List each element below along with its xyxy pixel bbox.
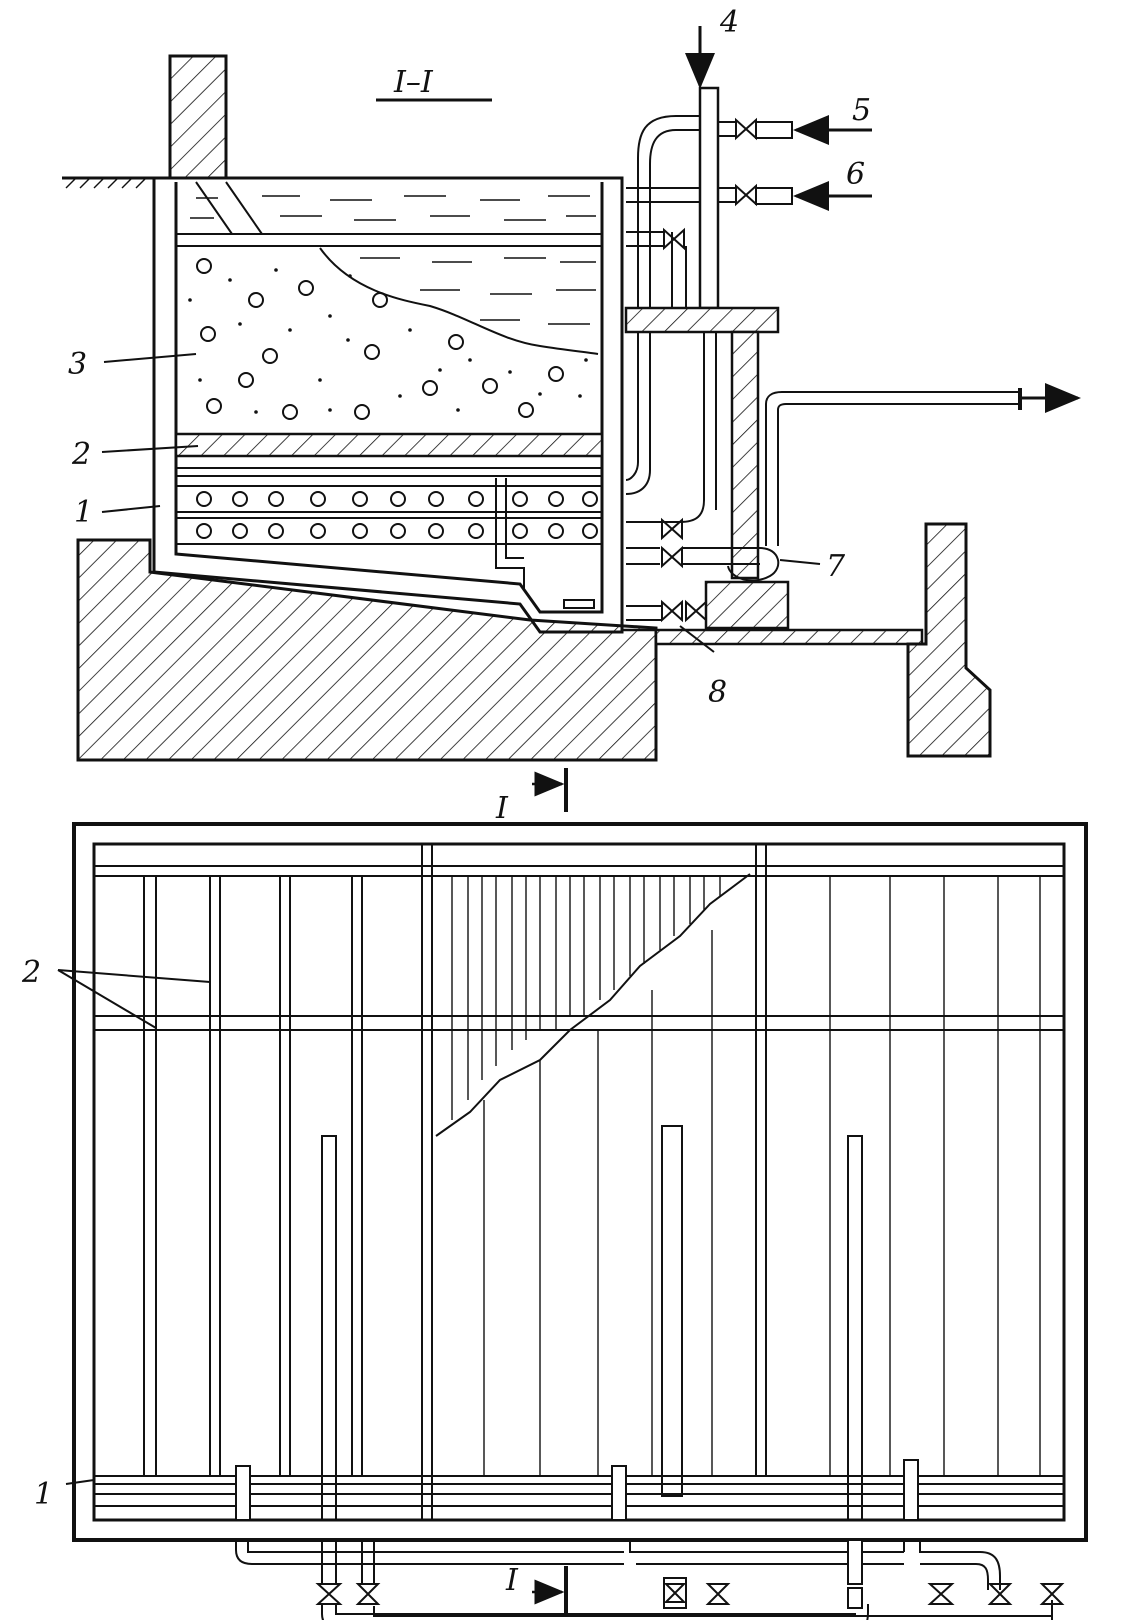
outlet-pipe bbox=[765, 391, 1020, 546]
valve-icon bbox=[663, 1583, 687, 1603]
valve-icon bbox=[661, 545, 683, 569]
valve-icon bbox=[735, 183, 757, 207]
leader-3 bbox=[103, 353, 197, 363]
inlet-gutter bbox=[195, 181, 264, 235]
label-7: 7 bbox=[826, 549, 846, 584]
ground-hatch bbox=[65, 177, 147, 189]
collector-pipe bbox=[495, 478, 525, 590]
leader-8 bbox=[679, 625, 715, 653]
label-2: 2 bbox=[71, 437, 91, 472]
plan-piping bbox=[235, 1539, 1053, 1620]
plan-view: I I bbox=[21, 768, 1088, 1620]
valves-section bbox=[661, 117, 793, 623]
valve-icon bbox=[927, 1583, 955, 1605]
plan-label-2: 2 bbox=[21, 955, 41, 990]
cutaway-boundary bbox=[435, 873, 751, 1137]
support-slab bbox=[174, 432, 604, 458]
pump-base bbox=[704, 580, 790, 630]
drain-pipe bbox=[626, 547, 760, 565]
valve-icon bbox=[987, 1583, 1013, 1605]
floor-slab bbox=[622, 628, 924, 646]
top-wall bbox=[168, 54, 228, 180]
label-6: 6 bbox=[846, 157, 865, 192]
filter-plan-outer bbox=[72, 822, 1088, 1542]
leader-2 bbox=[101, 445, 199, 453]
sand-boundary bbox=[319, 247, 599, 355]
leader-1 bbox=[101, 505, 161, 513]
leader-plan-2b bbox=[57, 969, 157, 1029]
cut-label-bottom: I bbox=[505, 1563, 519, 1598]
filter-media bbox=[188, 258, 588, 420]
label-5: 5 bbox=[852, 93, 871, 128]
leader-7 bbox=[779, 559, 821, 565]
valve-icon bbox=[705, 1583, 731, 1605]
plan-risers bbox=[235, 1125, 919, 1521]
valve-icon bbox=[661, 599, 683, 623]
valve-icon bbox=[735, 117, 757, 141]
pipe-bend bbox=[727, 547, 780, 582]
foundation bbox=[76, 538, 658, 762]
label-8: 8 bbox=[708, 675, 727, 710]
right-wall bbox=[906, 522, 992, 758]
plan-valves bbox=[315, 1577, 1065, 1609]
plan-label-1: 1 bbox=[34, 1477, 53, 1512]
filter-plan-inner bbox=[92, 842, 1066, 1522]
valve-icon bbox=[661, 517, 683, 541]
plan-fine-lines bbox=[451, 876, 1041, 1476]
gallery-wall bbox=[730, 330, 760, 580]
tank-inner-wall bbox=[174, 182, 604, 614]
valve-icon bbox=[1039, 1583, 1065, 1605]
underdrain-pipes bbox=[176, 485, 602, 545]
label-4: 4 bbox=[719, 5, 739, 40]
plan-horizontal-beams bbox=[94, 865, 1064, 1507]
valve-icon bbox=[685, 599, 707, 623]
valve-icon bbox=[355, 1583, 381, 1605]
leader-plan-1 bbox=[65, 1479, 95, 1485]
inlet-piping bbox=[625, 86, 736, 523]
gallery-slab bbox=[624, 306, 780, 334]
water-dashes bbox=[190, 195, 596, 325]
valve-icon bbox=[663, 227, 685, 251]
label-1: 1 bbox=[74, 495, 93, 530]
drain-outlet bbox=[563, 599, 595, 609]
section-title: I–I bbox=[393, 65, 434, 100]
drain-pipe-8 bbox=[626, 605, 662, 621]
valve-icon bbox=[315, 1583, 343, 1605]
label-3: 3 bbox=[68, 347, 87, 382]
plan-main-beams bbox=[421, 844, 767, 1520]
cut-label-top: I bbox=[495, 791, 509, 826]
leader-plan-2a bbox=[57, 969, 211, 983]
section-view: I–I bbox=[62, 5, 1081, 762]
